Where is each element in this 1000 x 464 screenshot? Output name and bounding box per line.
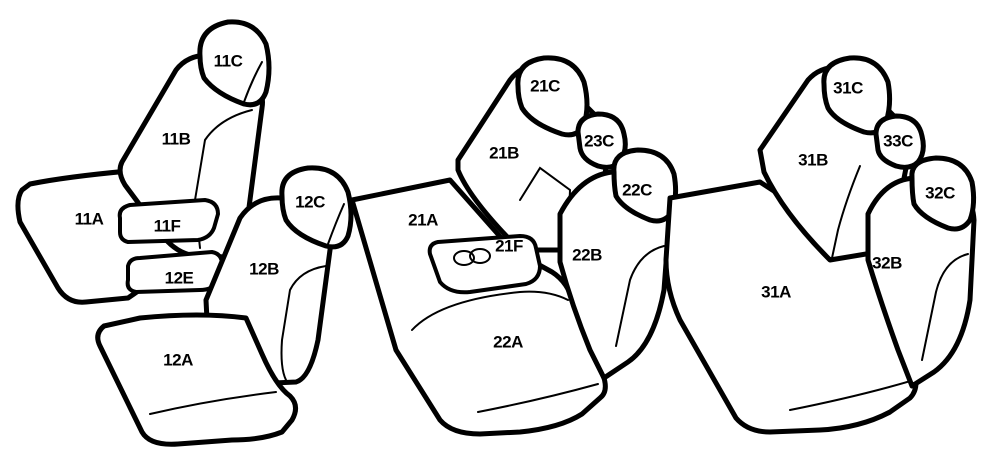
label-21B: 21B (489, 143, 519, 162)
label-12E: 12E (165, 268, 194, 287)
front-left-seat (15, 19, 272, 305)
cushion-31A-seam (789, 379, 915, 411)
label-31A: 31A (761, 282, 791, 301)
backrest-31B-seam (831, 165, 861, 259)
backrest-32B-seam (921, 253, 969, 361)
label-21C: 21C (530, 76, 560, 95)
cushion-21A-seam (411, 290, 569, 331)
label-31C: 31C (833, 78, 863, 97)
headrest-12C-seam (327, 203, 345, 245)
label-11A: 11A (75, 209, 104, 228)
label-11B: 11B (162, 129, 191, 148)
label-12C: 12C (295, 192, 325, 211)
part-labels: 11C 11B 11A 11F 12E 12C 12B 12A 21C 21B … (75, 51, 956, 369)
third-row-seat (663, 55, 977, 435)
backrest-12B-seam (280, 265, 327, 381)
backrest-22B-seam (615, 245, 665, 347)
headrest-32C (909, 155, 977, 232)
label-12B: 12B (249, 259, 279, 278)
cushion-12A (95, 312, 298, 447)
label-31B: 31B (798, 150, 828, 169)
cushion-12A-seam (149, 391, 277, 415)
headrest-11C-seam (243, 61, 263, 103)
cupholder-left (453, 250, 475, 266)
label-22B: 22B (572, 245, 602, 264)
label-11C: 11C (214, 51, 243, 70)
cushion-22A-seam (477, 383, 599, 413)
front-right-seat (95, 165, 354, 447)
backrest-11B-seam (193, 109, 253, 249)
headrest-33C (873, 113, 926, 170)
armrest-21F (427, 234, 542, 295)
label-11F: 11F (154, 216, 181, 235)
label-22C: 22C (622, 180, 652, 199)
label-32C: 32C (925, 183, 955, 202)
label-21F: 21F (495, 236, 523, 255)
label-32B: 32B (872, 253, 902, 272)
armrest-11F (117, 198, 220, 244)
label-12A: 12A (163, 350, 193, 369)
label-33C: 33C (883, 131, 913, 150)
second-row-seat (349, 55, 679, 437)
cupholder-right (469, 248, 491, 264)
backrest-22B (557, 169, 673, 381)
label-22A: 22A (493, 332, 523, 351)
label-23C: 23C (584, 131, 614, 150)
label-21A: 21A (408, 210, 438, 229)
